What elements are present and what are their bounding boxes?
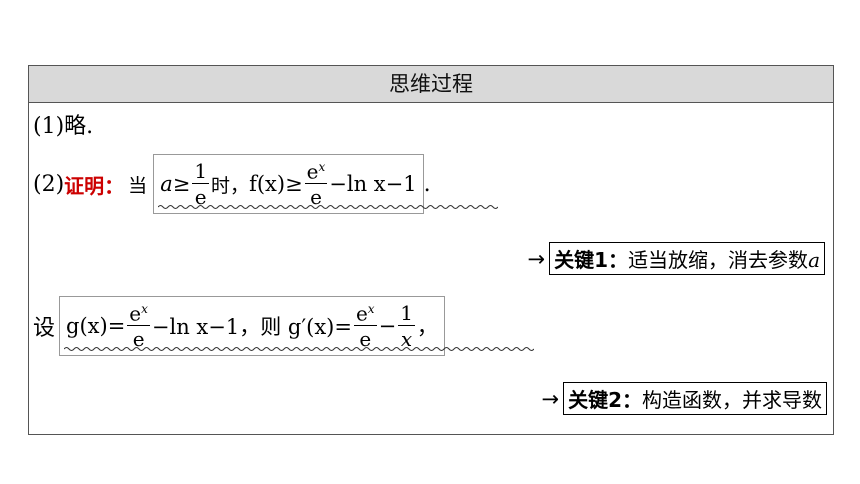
ex-base: e bbox=[306, 159, 319, 184]
frac-den: e bbox=[132, 327, 145, 352]
rest-expr: −ln x−1 bbox=[329, 172, 417, 196]
shi-text: 时， bbox=[211, 174, 250, 197]
ex-sup: x bbox=[367, 301, 375, 316]
mid-expr: −ln x−1，则 g′(x)= bbox=[151, 315, 352, 339]
line3: 设 g(x)= ex e −ln x−1，则 g′(x)= ex e − 1 x… bbox=[33, 296, 535, 356]
wavy-underline bbox=[158, 205, 499, 209]
fraction-ex-over-e: ex e bbox=[304, 159, 328, 210]
frac-num: ex bbox=[127, 303, 150, 327]
fraction-ex-over-e: ex e bbox=[127, 303, 150, 352]
key1-box: 关键1：适当放缩，消去参数a bbox=[549, 242, 825, 275]
key2-prefix: 关键2： bbox=[568, 388, 642, 412]
key1-var: a bbox=[808, 248, 820, 272]
wavy-underline bbox=[64, 347, 535, 351]
key1-prefix: 关键1： bbox=[554, 248, 629, 272]
part2-line: (2) 证明： 当 a≥ 1 e 时， f(x)≥ ex e −ln x−1 . bbox=[33, 154, 499, 214]
ex-base: e bbox=[129, 301, 142, 326]
frac-num: 1 bbox=[398, 301, 415, 326]
g-definition-box: g(x)= ex e −ln x−1，则 g′(x)= ex e − 1 x ， bbox=[59, 296, 535, 356]
frac-num: ex bbox=[353, 301, 377, 327]
proof-label: 证明： bbox=[64, 173, 125, 198]
dang-text: 当 bbox=[128, 174, 148, 197]
frac-den: e bbox=[310, 185, 322, 210]
minus-sign: − bbox=[378, 314, 397, 338]
arrow-icon: → bbox=[541, 386, 560, 411]
fraction-1-over-x: 1 x bbox=[398, 303, 415, 349]
she-text: 设 bbox=[33, 316, 56, 341]
part2-prefix: (2) bbox=[33, 171, 65, 197]
frac-den: x bbox=[400, 327, 413, 351]
fraction-1-over-e: 1 e bbox=[192, 159, 210, 209]
arrow-icon: → bbox=[527, 246, 546, 271]
proof-statement-box: a≥ 1 e 时， f(x)≥ ex e −ln x−1 bbox=[153, 154, 499, 214]
a-ineq: a≥ bbox=[160, 172, 191, 196]
key2-text: 构造函数，并求导数 bbox=[642, 388, 822, 412]
panel-title: 思维过程 bbox=[29, 66, 833, 103]
frac-den: e bbox=[359, 327, 372, 352]
frac-den: e bbox=[194, 185, 207, 209]
key2-box: 关键2：构造函数，并求导数 bbox=[563, 382, 827, 415]
key2-callout: → 关键2：构造函数，并求导数 bbox=[541, 382, 827, 415]
part2-dot: . bbox=[423, 171, 431, 197]
key1-callout: → 关键1：适当放缩，消去参数a bbox=[528, 242, 825, 275]
fraction-ex-over-e-2: ex e bbox=[353, 301, 377, 352]
ex-sup: x bbox=[141, 301, 148, 316]
part1-line: (1)略. bbox=[33, 114, 94, 139]
ex-base: e bbox=[355, 301, 368, 326]
gx-def: g(x)= bbox=[66, 314, 126, 338]
fx-ineq: f(x)≥ bbox=[249, 172, 303, 196]
ex-sup: x bbox=[318, 159, 326, 174]
comma: ， bbox=[416, 315, 438, 339]
key1-text: 适当放缩，消去参数 bbox=[628, 248, 809, 272]
frac-num: ex bbox=[304, 159, 328, 185]
frac-num: 1 bbox=[192, 159, 210, 184]
thinking-process-panel: 思维过程 (1)略. (2) 证明： 当 a≥ 1 e 时， f(x)≥ ex … bbox=[28, 65, 834, 435]
